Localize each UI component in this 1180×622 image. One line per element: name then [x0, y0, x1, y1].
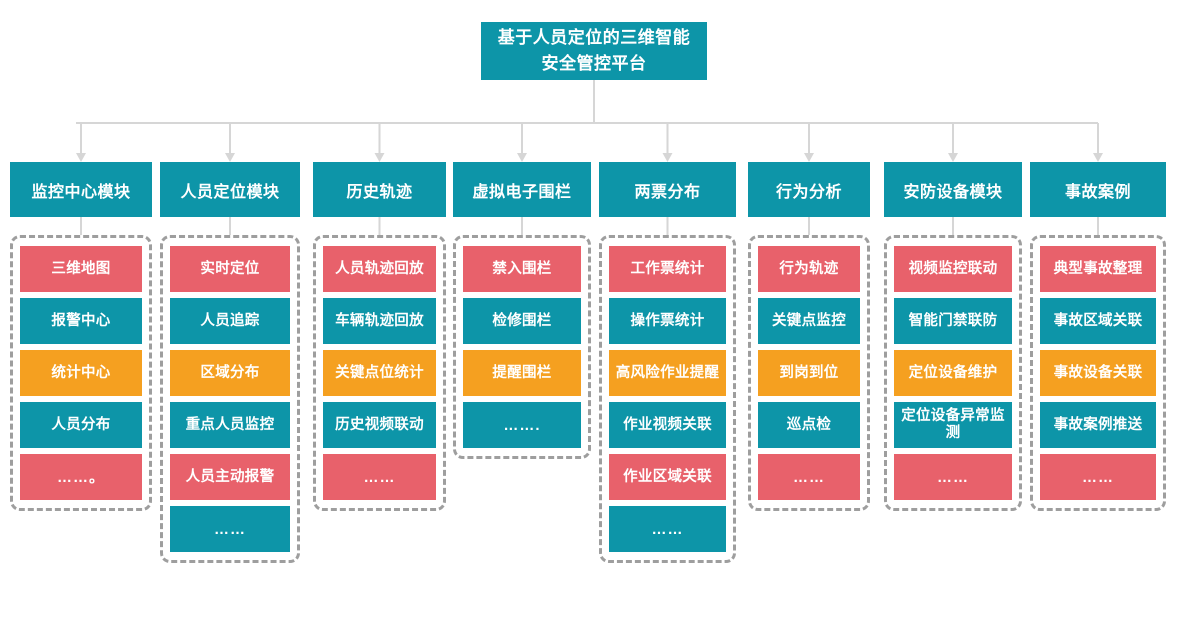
module-item-group: 工作票统计操作票统计高风险作业提醒作业视频关联作业区域关联 …… [599, 235, 736, 563]
header-body-gap [748, 217, 870, 235]
module-item[interactable]: 事故案例推送 [1040, 402, 1156, 448]
module-header[interactable]: 安防设备模块 [884, 162, 1022, 217]
header-body-gap [1030, 217, 1166, 235]
module-item[interactable]: 典型事故整理 [1040, 246, 1156, 292]
header-body-gap [884, 217, 1022, 235]
header-body-gap [10, 217, 152, 235]
module-item[interactable]: 作业视频关联 [609, 402, 726, 448]
module-item[interactable]: 行为轨迹 [758, 246, 860, 292]
module-header[interactable]: 行为分析 [748, 162, 870, 217]
module-item[interactable]: 三维地图 [20, 246, 142, 292]
module-item[interactable]: 事故区域关联 [1040, 298, 1156, 344]
module-item[interactable]: 人员轨迹回放 [323, 246, 436, 292]
module-item-group: 视频监控联动智能门禁联防定位设备维护定位设备异常监测 …… [884, 235, 1022, 511]
module-column: 事故案例典型事故整理事故区域关联事故设备关联事故案例推送 …… [1030, 162, 1166, 511]
module-item-ellipsis[interactable]: ……. [463, 402, 581, 448]
module-item-ellipsis[interactable]: …… [609, 506, 726, 552]
module-item[interactable]: 禁入围栏 [463, 246, 581, 292]
module-item[interactable]: 统计中心 [20, 350, 142, 396]
module-item-ellipsis[interactable]: …… [758, 454, 860, 500]
module-column: 人员定位模块实时定位人员追踪区域分布重点人员监控人员主动报警 …… [160, 162, 300, 563]
module-item[interactable]: 定位设备维护 [894, 350, 1012, 396]
module-item[interactable]: 车辆轨迹回放 [323, 298, 436, 344]
module-item-group: 行为轨迹关键点监控到岗到位巡点检 …… [748, 235, 870, 511]
module-item[interactable]: 智能门禁联防 [894, 298, 1012, 344]
module-item-group: 实时定位人员追踪区域分布重点人员监控人员主动报警 …… [160, 235, 300, 563]
module-item[interactable]: 视频监控联动 [894, 246, 1012, 292]
module-column: 两票分布工作票统计操作票统计高风险作业提醒作业视频关联作业区域关联 …… [599, 162, 736, 563]
module-item-group: 人员轨迹回放车辆轨迹回放关键点位统计历史视频联动 …… [313, 235, 446, 511]
module-item-ellipsis[interactable]: …… [170, 506, 290, 552]
module-header[interactable]: 事故案例 [1030, 162, 1166, 217]
root-title-node: 基于人员定位的三维智能安全管控平台 [481, 22, 707, 80]
module-item[interactable]: 提醒围栏 [463, 350, 581, 396]
module-item[interactable]: 检修围栏 [463, 298, 581, 344]
module-header[interactable]: 人员定位模块 [160, 162, 300, 217]
module-header[interactable]: 历史轨迹 [313, 162, 446, 217]
module-item[interactable]: 历史视频联动 [323, 402, 436, 448]
module-item[interactable]: 巡点检 [758, 402, 860, 448]
module-item[interactable]: 区域分布 [170, 350, 290, 396]
header-body-gap [453, 217, 591, 235]
module-item-group: 禁入围栏检修围栏提醒围栏 ……. [453, 235, 591, 459]
module-item-ellipsis[interactable]: …… [1040, 454, 1156, 500]
module-item[interactable]: 作业区域关联 [609, 454, 726, 500]
module-column: 安防设备模块视频监控联动智能门禁联防定位设备维护定位设备异常监测 …… [884, 162, 1022, 511]
module-item[interactable]: 事故设备关联 [1040, 350, 1156, 396]
module-item[interactable]: 人员追踪 [170, 298, 290, 344]
module-item-ellipsis[interactable]: ……。 [20, 454, 142, 500]
header-body-gap [313, 217, 446, 235]
module-header[interactable]: 虚拟电子围栏 [453, 162, 591, 217]
module-item-group: 典型事故整理事故区域关联事故设备关联事故案例推送 …… [1030, 235, 1166, 511]
module-header[interactable]: 监控中心模块 [10, 162, 152, 217]
module-column: 行为分析行为轨迹关键点监控到岗到位巡点检 …… [748, 162, 870, 511]
module-item[interactable]: 定位设备异常监测 [894, 402, 1012, 448]
header-body-gap [599, 217, 736, 235]
module-item[interactable]: 报警中心 [20, 298, 142, 344]
module-item[interactable]: 工作票统计 [609, 246, 726, 292]
module-item-ellipsis[interactable]: …… [894, 454, 1012, 500]
module-column: 历史轨迹人员轨迹回放车辆轨迹回放关键点位统计历史视频联动 …… [313, 162, 446, 511]
module-item[interactable]: 实时定位 [170, 246, 290, 292]
header-body-gap [160, 217, 300, 235]
module-column: 虚拟电子围栏禁入围栏检修围栏提醒围栏 ……. [453, 162, 591, 459]
module-item[interactable]: 重点人员监控 [170, 402, 290, 448]
module-item[interactable]: 关键点位统计 [323, 350, 436, 396]
module-item-ellipsis[interactable]: …… [323, 454, 436, 500]
module-item[interactable]: 高风险作业提醒 [609, 350, 726, 396]
module-column: 监控中心模块三维地图报警中心统计中心人员分布 ……。 [10, 162, 152, 511]
module-item[interactable]: 关键点监控 [758, 298, 860, 344]
module-item[interactable]: 人员分布 [20, 402, 142, 448]
module-item[interactable]: 人员主动报警 [170, 454, 290, 500]
module-item[interactable]: 操作票统计 [609, 298, 726, 344]
module-header[interactable]: 两票分布 [599, 162, 736, 217]
module-item-group: 三维地图报警中心统计中心人员分布 ……。 [10, 235, 152, 511]
module-item[interactable]: 到岗到位 [758, 350, 860, 396]
